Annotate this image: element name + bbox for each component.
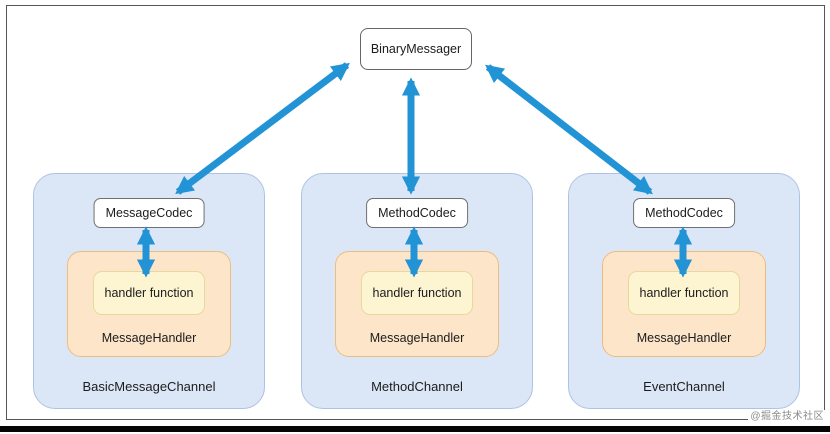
binary-messager-node: BinaryMessager — [360, 28, 472, 70]
message-handler-label: MessageHandler — [369, 331, 465, 345]
handler-function-node: handler function — [361, 271, 473, 315]
message-handler-box: handler function MessageHandler — [67, 251, 231, 357]
handler-function-label: handler function — [639, 286, 729, 300]
channel-card-basicmessagechannel: MessageCodec handler function MessageHan… — [33, 173, 265, 409]
handler-function-node: handler function — [93, 271, 205, 315]
channel-label: BasicMessageChannel — [82, 379, 216, 394]
codec-label: MethodCodec — [378, 206, 456, 220]
handler-function-node: handler function — [628, 271, 740, 315]
bottom-edge-bar — [0, 426, 830, 432]
message-handler-box: handler function MessageHandler — [335, 251, 499, 357]
codec-label: MethodCodec — [645, 206, 723, 220]
channel-label: EventChannel — [643, 379, 725, 394]
channel-label: MethodChannel — [371, 379, 463, 394]
handler-function-label: handler function — [372, 286, 462, 300]
frame-border — [6, 5, 825, 420]
binary-messager-label: BinaryMessager — [370, 42, 462, 56]
codec-node: MessageCodec — [93, 198, 205, 228]
channel-card-methodchannel: MethodCodec handler function MessageHand… — [301, 173, 533, 409]
message-handler-box: handler function MessageHandler — [602, 251, 766, 357]
watermark-badge: @掘金技术社区 — [748, 410, 826, 424]
codec-node: MethodCodec — [366, 198, 468, 228]
channel-card-eventchannel: MethodCodec handler function MessageHand… — [568, 173, 800, 409]
codec-label: MessageCodec — [105, 206, 193, 220]
codec-node: MethodCodec — [633, 198, 735, 228]
handler-function-label: handler function — [104, 286, 194, 300]
message-handler-label: MessageHandler — [636, 331, 732, 345]
message-handler-label: MessageHandler — [101, 331, 197, 345]
